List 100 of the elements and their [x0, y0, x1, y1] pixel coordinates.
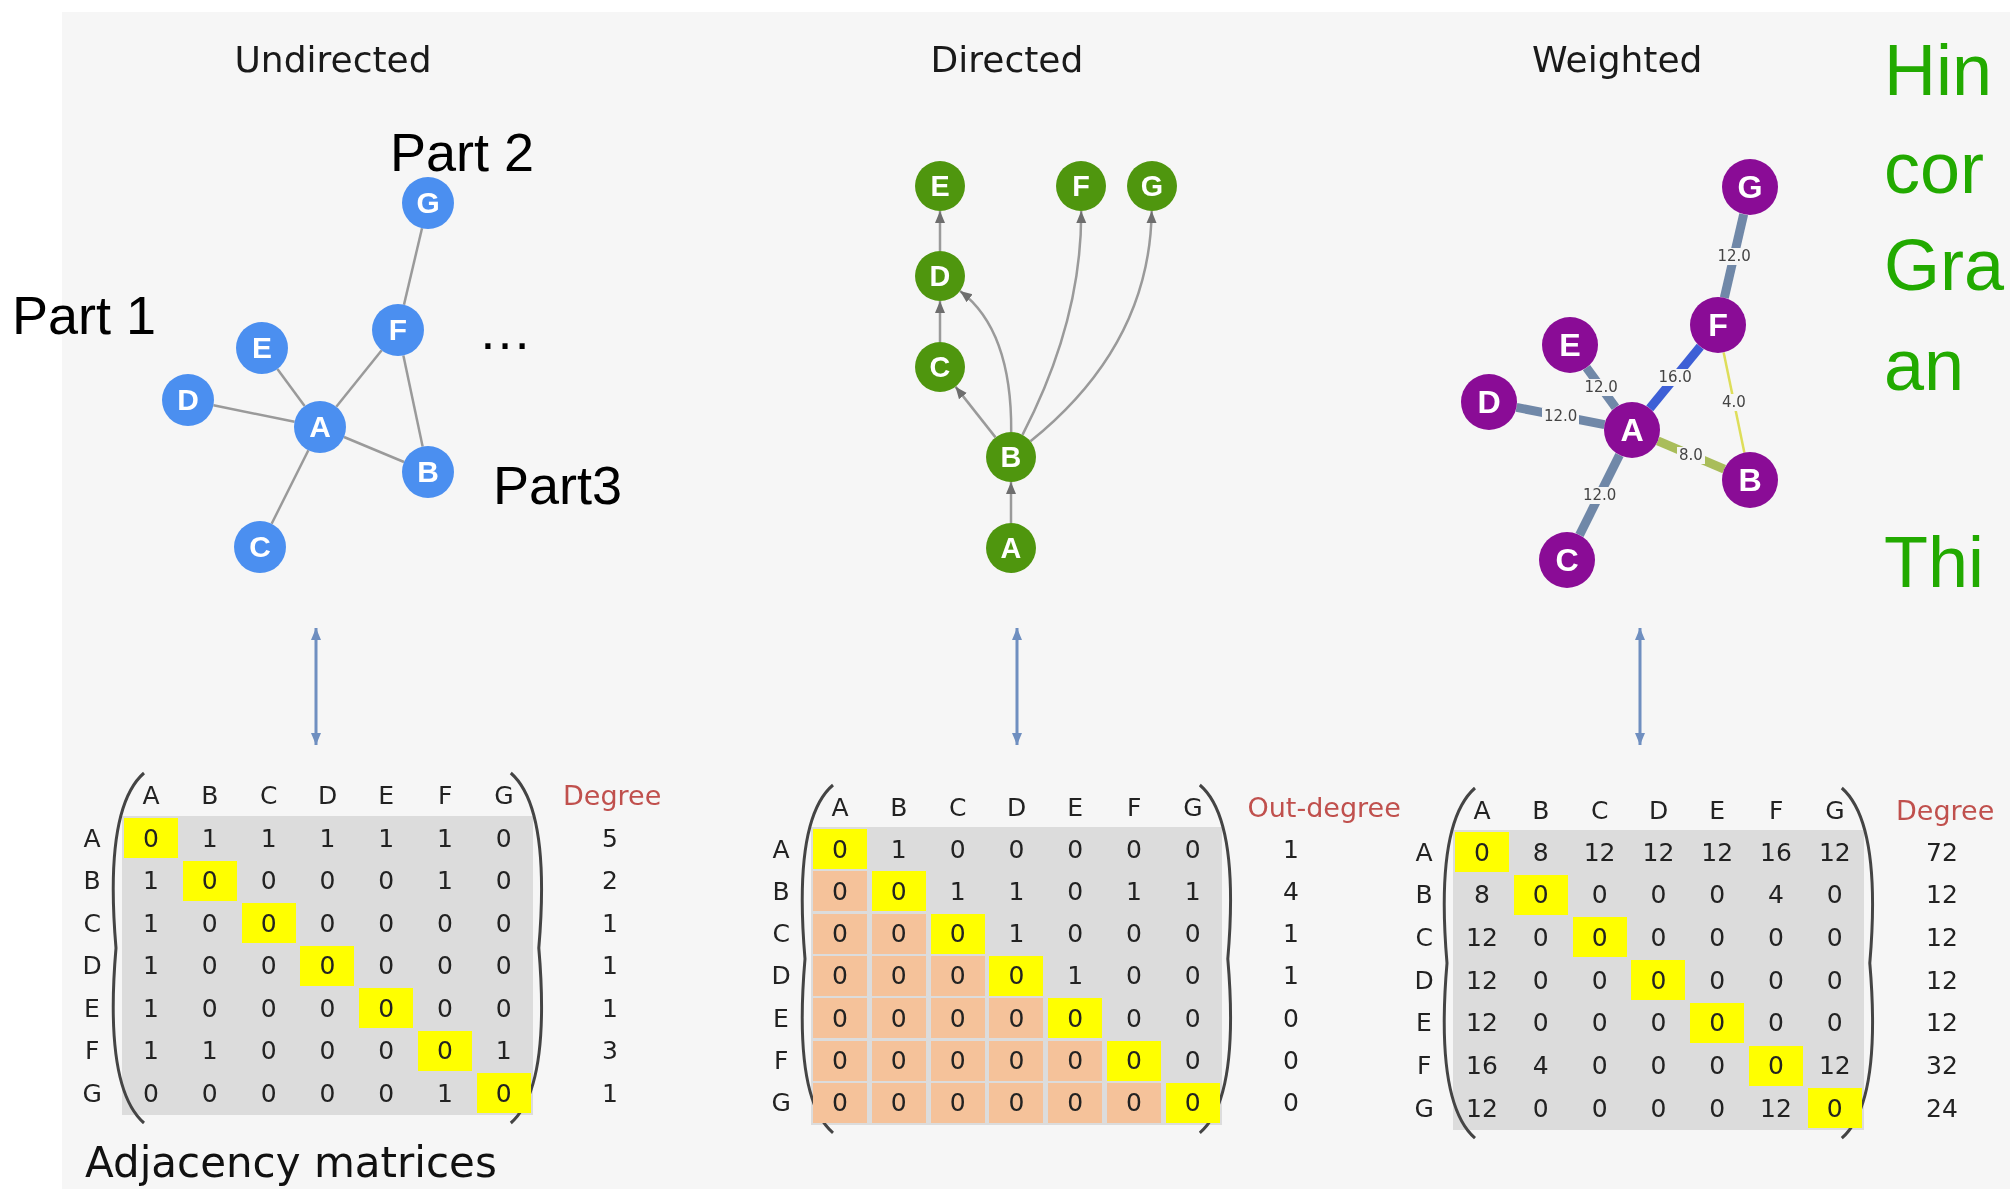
matrix-cell-text: 12: [1641, 836, 1676, 869]
matrix-cell-text: 12: [1465, 964, 1499, 997]
matrix-cell-text: 0: [1825, 921, 1844, 954]
matrix-cell: 0: [989, 955, 1044, 996]
degree-value: 12: [1926, 967, 1958, 993]
matrix-column-header: G: [1825, 797, 1845, 823]
matrix-cell-text: 0: [1590, 964, 1609, 997]
matrix-cell-text: 0: [1708, 879, 1727, 912]
degree-value: 72: [1926, 839, 1958, 865]
matrix-cell-text: 0: [1183, 1002, 1202, 1035]
matrix-cell-text: 8: [1531, 836, 1550, 869]
matrix-cell-text: 0: [1649, 1007, 1668, 1040]
matrix-cell-text: 0: [1531, 921, 1550, 954]
matrix-cell-text: 12: [1700, 836, 1735, 869]
matrix-cell: 0: [930, 955, 985, 996]
matrix-cell-text: 0: [259, 950, 278, 982]
part-label: Part 1: [12, 288, 157, 342]
matrix-cell-text: 1: [436, 1077, 454, 1110]
matrix-cell-text: 12: [1465, 1092, 1499, 1125]
matrix-cell-text: 0: [259, 992, 278, 1025]
matrix-cell-text: 1: [200, 822, 219, 855]
matrix-cell-text: 0: [259, 865, 278, 897]
caption-text: Adjacency matrices: [85, 1142, 497, 1184]
degree-value: 2: [602, 868, 618, 893]
matrix-cell-text: 0: [1825, 879, 1844, 912]
matrix-cell: 0: [124, 818, 178, 858]
part-label: Part3: [493, 458, 623, 512]
matrix-cell-text: 0: [494, 950, 513, 982]
matrix-cell-text: 0: [1590, 1007, 1609, 1040]
matrix-cell-text: 0: [318, 1035, 337, 1067]
matrix-cell-text: 0: [494, 865, 513, 897]
matrix-cell-text: 0: [377, 950, 396, 982]
matrix-cell-text: 1: [436, 865, 454, 897]
matrix-cell-text: 1: [200, 1035, 219, 1067]
matrix-cell-text: 0: [1708, 921, 1727, 954]
matrix-cell-text: 1: [142, 865, 160, 897]
matrix-cell-text: 0: [1183, 1045, 1202, 1077]
matrix-cell-text: 1: [142, 992, 160, 1025]
matrix-cell-text: 0: [142, 1077, 160, 1110]
matrix-cell: 0: [1807, 1088, 1862, 1129]
connector-line: [1575, 453, 1624, 537]
matrix-cell-text: 0: [948, 833, 967, 866]
matrix-cell-text: 1: [318, 822, 337, 855]
degree-value: 1: [602, 953, 618, 978]
matrix-cell: 0: [1455, 832, 1509, 872]
note-text: an: [1884, 329, 1965, 401]
matrix-column-header: B: [1532, 797, 1550, 823]
matrix-cell: 0: [241, 903, 296, 943]
matrix-cell-text: 1: [259, 822, 278, 855]
note-text: cor: [1884, 132, 1985, 204]
matrix-column-header: B: [890, 794, 908, 820]
matrix-column-header: C: [949, 794, 967, 820]
matrix-cell: 0: [1690, 1002, 1745, 1043]
matrix-row-header: F: [774, 1048, 789, 1073]
matrix-cell-text: 1: [948, 875, 967, 908]
matrix-column-header: G: [494, 782, 514, 808]
matrix-cell-text: 16: [1759, 836, 1793, 869]
panel-heading: Directed: [930, 42, 1084, 78]
matrix-cell-text: 0: [1767, 1007, 1785, 1040]
matrix-cell: 0: [813, 1082, 867, 1123]
matrix-cell-text: 0: [1125, 833, 1143, 866]
matrix-column-header: F: [1769, 797, 1784, 823]
matrix-cell: 0: [1048, 998, 1103, 1039]
matrix-row-header: D: [82, 953, 102, 978]
matrix-cell-text: 0: [436, 907, 454, 940]
matrix-column-header: C: [1591, 797, 1609, 823]
matrix-column-header: A: [142, 782, 160, 808]
matrix-cell-text: 0: [1531, 1007, 1550, 1040]
matrix-cell: 0: [871, 871, 926, 912]
matrix-cell: 0: [930, 998, 985, 1039]
matrix-cell-text: 1: [142, 950, 160, 982]
arrow: [935, 301, 945, 342]
matrix-column-header: E: [378, 782, 394, 808]
note-text: Thi: [1884, 526, 1985, 598]
degree-value: 0: [1283, 1090, 1299, 1116]
matrix-row-header: G: [1414, 1095, 1434, 1121]
matrix-column-header: D: [1648, 797, 1669, 823]
degree-value: 4: [1283, 878, 1299, 904]
connector-line: [1646, 343, 1704, 412]
connector-line: [213, 404, 295, 423]
matrix-cell: 0: [476, 1073, 531, 1113]
degree-header: Degree: [563, 781, 662, 809]
matrix-row-header: E: [773, 1005, 789, 1031]
matrix-cell-text: 0: [259, 1077, 278, 1110]
connector-line: [270, 449, 310, 525]
matrix-cell-text: 1: [1183, 875, 1202, 908]
matrix-column-header: D: [1006, 794, 1027, 820]
matrix-cell-text: 12: [1465, 921, 1499, 954]
matrix-cell-text: 0: [1767, 921, 1785, 954]
matrix-cell-text: 0: [318, 865, 337, 897]
matrix-cell: 0: [1572, 917, 1627, 958]
matrix-cell-text: 1: [889, 833, 908, 866]
matrix-row-header: B: [1415, 882, 1433, 908]
degree-value: 0: [1283, 1048, 1299, 1073]
matrix-cell-text: 0: [200, 950, 219, 982]
connector-line: [1719, 213, 1749, 299]
matrix-cell-text: 0: [1649, 879, 1668, 912]
matrix-cell: 0: [871, 955, 926, 996]
degree-value: 12: [1926, 882, 1958, 908]
matrix-cell: 0: [989, 1040, 1044, 1081]
